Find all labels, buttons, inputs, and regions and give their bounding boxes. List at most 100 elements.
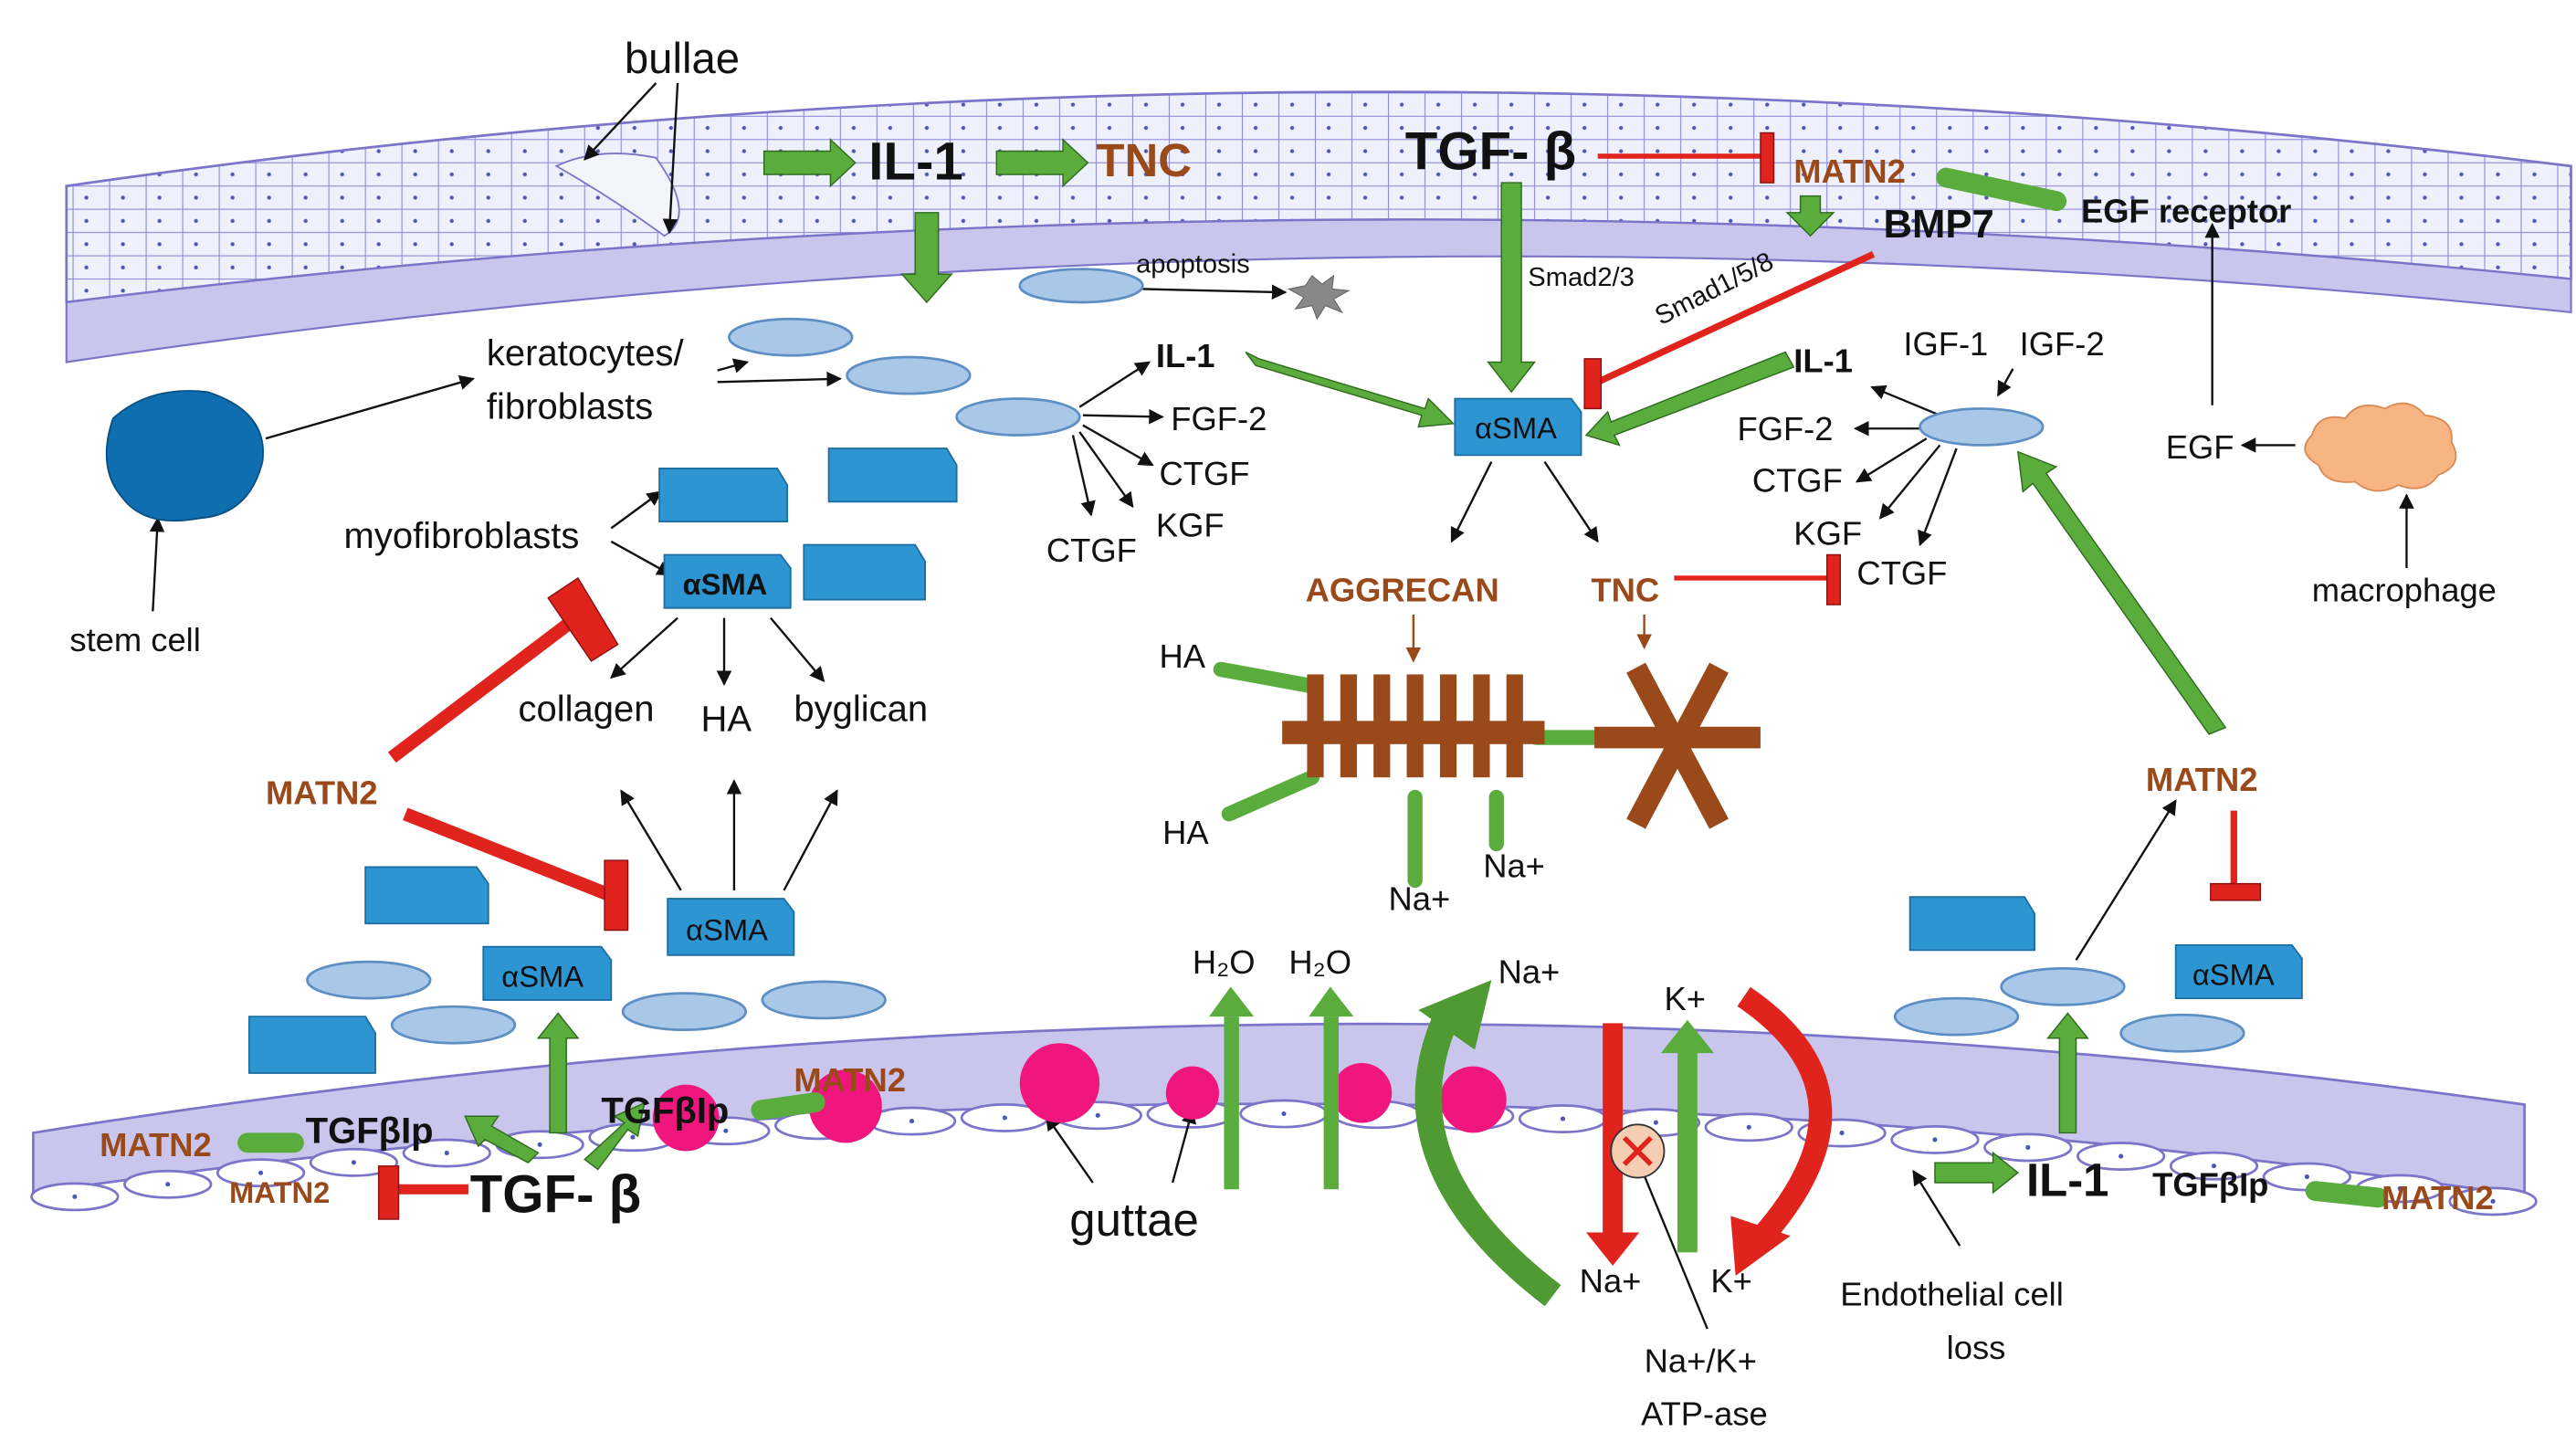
- endothelial-nucleus: [1932, 1137, 1938, 1142]
- label-asma-lower-mid: αSMA: [686, 912, 768, 946]
- asma-myofibroblast: [663, 553, 792, 609]
- label-tgfb-bottom: TGF- β: [470, 1165, 641, 1225]
- label-igf2: IGF-2: [2020, 325, 2105, 363]
- label-kgf-right: KGF: [1793, 515, 1862, 553]
- label-na-a: Na+: [1389, 880, 1451, 918]
- label-stem-cell: stem cell: [69, 621, 200, 658]
- label-na-b: Na+: [1483, 847, 1545, 884]
- endothelial-nucleus: [2304, 1174, 2309, 1180]
- aggrecan-molecule: [1213, 661, 1761, 889]
- keratocyte-cell: [761, 980, 887, 1020]
- label-tgfb-top: TGF- β: [1405, 122, 1576, 182]
- label-h2o-2: H₂O: [1288, 943, 1351, 981]
- label-ctgf-right1: CTGF: [1752, 461, 1843, 499]
- bottom-ligands: [237, 1092, 2389, 1208]
- macrophage-shape: [2304, 402, 2457, 492]
- myofibroblast-cell: [247, 1016, 376, 1074]
- tnc-hexabrachion: [1594, 662, 1761, 829]
- keratocyte-cell: [846, 355, 972, 395]
- myofibroblast-cell: [658, 467, 789, 523]
- label-ha-upper: HA: [1160, 637, 1206, 675]
- label-asma-lower-left: αSMA: [501, 959, 584, 993]
- keratocyte-cell: [390, 1005, 517, 1045]
- label-pump-line2: ATP-ase: [1641, 1395, 1768, 1433]
- label-ctgf-left1: CTGF: [1160, 455, 1250, 492]
- label-asma-center: αSMA: [1475, 411, 1557, 445]
- keratocyte-cell: [728, 317, 854, 357]
- gutta: [1019, 1043, 1100, 1123]
- label-endo-line1: Endothelial cell: [1840, 1276, 2064, 1313]
- endothelial-nucleus: [258, 1170, 264, 1175]
- endothelial-nucleus: [1560, 1116, 1566, 1121]
- endothelial-nucleus: [165, 1182, 171, 1187]
- gutta: [1331, 1063, 1393, 1123]
- asma-myofibroblast: [2174, 943, 2303, 1000]
- keratocyte-cell: [1018, 268, 1144, 304]
- label-ha-left: HA: [701, 699, 752, 739]
- label-smad158: Smad1/5/8: [1650, 247, 1778, 331]
- endothelial-nucleus: [1746, 1124, 1751, 1130]
- na-k-pump: [1414, 980, 1833, 1307]
- label-endo-line2: loss: [1947, 1329, 2006, 1366]
- label-il1-mid-right: IL-1: [1793, 342, 1853, 379]
- label-asma-myo: αSMA: [683, 567, 768, 601]
- label-h2o-1: H₂O: [1193, 943, 1256, 981]
- endothelial-nucleus: [2025, 1144, 2031, 1150]
- label-il1-top: IL-1: [868, 132, 962, 191]
- keratocyte-cell: [306, 960, 432, 1000]
- keratocyte-cell: [955, 397, 1081, 437]
- label-bullae: bullae: [625, 35, 740, 83]
- label-matn2-lower-right: MATN2: [2146, 761, 2258, 798]
- endothelial-nucleus: [351, 1160, 356, 1165]
- epithelium-layer: [65, 90, 2572, 363]
- label-na-pump-top: Na+: [1498, 953, 1561, 991]
- label-asma-lower-right: αSMA: [2192, 958, 2275, 992]
- label-pump-line1: Na+/K+: [1645, 1342, 1757, 1379]
- label-kgf-left: KGF: [1156, 506, 1225, 543]
- label-tnc-mid: TNC: [1591, 571, 1659, 608]
- asma-myofibroblast: [1454, 397, 1582, 457]
- label-egf-receptor: EGF receptor: [2081, 193, 2291, 230]
- bowman-layer: [65, 218, 2572, 363]
- label-ctgf-left2: CTGF: [1046, 532, 1137, 569]
- endothelial-nucleus: [723, 1128, 729, 1133]
- stem-cell-shape: [105, 390, 265, 521]
- label-tgfbip-left2: TGFβIp: [601, 1091, 729, 1132]
- label-fgf2-left: FGF-2: [1171, 400, 1267, 437]
- endothelial-nucleus: [72, 1194, 78, 1199]
- bulla-shape: [554, 153, 680, 237]
- keratocyte-cells: [306, 268, 2245, 1053]
- gutta: [1165, 1066, 1220, 1120]
- label-il1-mid-left: IL-1: [1156, 337, 1215, 374]
- label-fgf2-right: FGF-2: [1737, 410, 1833, 447]
- keratocyte-cell: [621, 992, 748, 1032]
- label-apoptosis: apoptosis: [1136, 249, 1250, 279]
- label-smad23: Smad2/3: [1528, 263, 1634, 292]
- label-matn2-left: MATN2: [266, 774, 378, 811]
- gutta: [1439, 1066, 1507, 1133]
- label-egf: EGF: [2166, 428, 2234, 466]
- label-k-pump-top: K+: [1664, 980, 1706, 1017]
- endothelial-nucleus: [2490, 1198, 2496, 1204]
- endothelial-nucleus: [1653, 1120, 1658, 1125]
- guttae-bumps: [652, 1043, 1507, 1152]
- label-igf1: IGF-1: [1903, 325, 1988, 363]
- label-collagen: collagen: [518, 689, 654, 729]
- label-guttae: guttae: [1069, 1194, 1199, 1246]
- label-ha-lower: HA: [1162, 814, 1209, 851]
- myofibroblasts: [247, 397, 2303, 1074]
- keratocyte-cell: [1919, 407, 2045, 447]
- label-bmp7: BMP7: [1884, 202, 1994, 247]
- label-il1-bottom: IL-1: [2026, 1154, 2109, 1206]
- endothelial-cells: [30, 1099, 2538, 1216]
- label-matn2-top: MATN2: [1793, 153, 1906, 190]
- label-byglican: byglican: [794, 689, 928, 729]
- myofibroblast-cell: [827, 447, 958, 503]
- label-keratocytes: keratocytes/: [487, 333, 685, 374]
- gutta: [808, 1069, 882, 1143]
- apoptosis-burst: [1287, 274, 1351, 321]
- red-inhibitors: [377, 132, 2262, 1220]
- label-fibroblasts: fibroblasts: [487, 386, 653, 426]
- asma-myofibroblast: [482, 945, 613, 1001]
